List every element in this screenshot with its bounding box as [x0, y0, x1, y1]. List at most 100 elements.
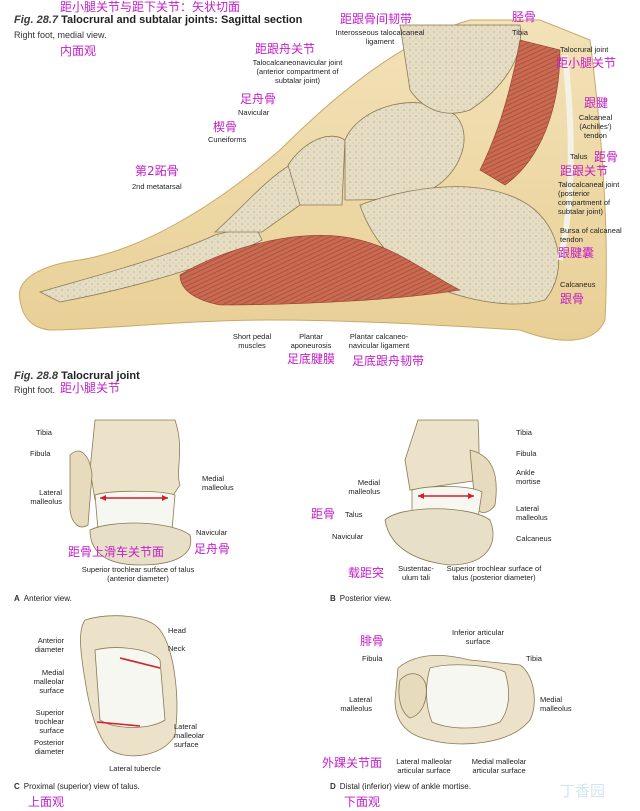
c-lateral-tubercle-label: Lateral tubercle: [109, 764, 161, 773]
navicular-bone: [287, 135, 346, 206]
b-talus-label: Talus: [345, 510, 363, 519]
interosseous-label: Interosseous talocalcaneal ligament: [335, 28, 425, 46]
c-superior-trochlear-label: Superior trochlear surface: [34, 708, 64, 735]
c-posterior-diameter-label: Posterior diameter: [33, 738, 64, 756]
talocrural-label: Talocrural joint: [560, 45, 609, 54]
calcaneal-tendon-label: Calcaneal (Achilles') tendon: [578, 113, 613, 140]
b-ankle-mortise-label: Ankle mortise: [516, 468, 541, 486]
d-medial-malleolar-surface-label: Medial malleolar articular surface: [471, 757, 527, 775]
b-lateral-malleolus-label: Lateral malleolus: [516, 504, 548, 522]
d-lateral-malleolus-label: Lateral malleolus: [340, 695, 372, 713]
c-caption-cn: 上面观: [28, 795, 65, 809]
tibia-cn: 胫骨: [512, 10, 537, 24]
fig287-title-cn: 距小腿关节与距下关节：矢状切面: [60, 0, 241, 14]
c-lateral-malleolar-label: Lateral malleolar surface: [174, 722, 205, 749]
tibia-label: Tibia: [512, 28, 528, 37]
d-tibia-label: Tibia: [526, 654, 542, 663]
fig287-number: Fig. 28.7: [14, 14, 59, 26]
fig287-title: Fig. 28.7 Talocrural and subtalar joints…: [14, 14, 302, 26]
a-navicular-label: Navicular: [196, 528, 228, 537]
c-head-label: Head: [168, 626, 186, 635]
navicular-cn: 足舟骨: [240, 92, 277, 106]
plantar-lig-label: Plantar calcaneo-navicular ligament: [348, 332, 410, 350]
fig288-title-text: Talocrural joint: [61, 370, 140, 382]
b-navicular-label: Navicular: [332, 532, 364, 541]
a-medial-malleolus-label: Medial malleolus: [202, 474, 234, 492]
b-fibula-label: Fibula: [516, 449, 537, 458]
c-caption-letter: C: [14, 782, 20, 791]
b-caption-text: Posterior view.: [339, 594, 392, 603]
b-sustentaculum-label: Sustentac- ulum tali: [398, 564, 434, 582]
fig288-number: Fig. 28.8: [14, 370, 59, 382]
c-caption-text: Proximal (superior) view of talus.: [23, 782, 140, 791]
d-caption-cn: 下面观: [344, 795, 381, 809]
short-pedal-muscles: [179, 235, 461, 306]
calcaneus-cn: 跟骨: [560, 292, 585, 306]
calcaneus-label: Calcaneus: [560, 280, 596, 289]
b-medial-malleolus-label: Medial malleolus: [348, 478, 380, 496]
c-anterior-diameter-label: Anterior diameter: [34, 636, 64, 654]
fig287-subtitle-cn: 内面观: [60, 44, 97, 58]
a-caption-letter: A: [14, 594, 20, 603]
a-tibia-label: Tibia: [36, 428, 52, 437]
talocalcaneonavicular-label: Talocalcaneonavicular joint (anterior co…: [252, 58, 343, 85]
plantar-lig-cn: 足底跟舟韧带: [352, 354, 425, 368]
fig287-subtitle: Right foot, medial view.: [14, 30, 107, 40]
a-superior-trochlear-cn: 距骨上滑车关节面: [68, 545, 165, 559]
talocalcaneal-label: Talocalcaneal joint (posterior compartme…: [558, 180, 620, 216]
metatarsal-label: 2nd metatarsal: [132, 182, 182, 191]
d-fibula-cn: 腓骨: [360, 634, 385, 648]
cuneiforms-label: Cuneiforms: [208, 135, 247, 144]
a-lateral-malleolus-label: Lateral malleolus: [30, 488, 62, 506]
c-neck-label: Neck: [168, 644, 186, 653]
c-medial-malleolar-label: Medial malleolar surface: [33, 668, 64, 695]
calf-muscle: [479, 39, 561, 186]
cuneiforms-cn: 楔骨: [213, 120, 238, 134]
metatarsal-bone: [38, 224, 263, 303]
talus-label: Talus: [570, 152, 588, 161]
b-calcaneus-label: Calcaneus: [516, 534, 552, 543]
metatarsal-cn: 第2跖骨: [135, 164, 179, 178]
short-pedal-label: Short pedal muscles: [232, 332, 272, 350]
talus-cn: 距骨: [594, 150, 619, 164]
a-caption-text: Anterior view.: [23, 594, 72, 603]
fig288-title-cn: 距小腿关节: [60, 381, 121, 395]
d-fibula-label: Fibula: [362, 654, 383, 663]
d-lateral-malleolar-surface-label: Lateral malleolar articular surface: [396, 757, 452, 775]
interosseous-cn: 距跟骨间韧带: [340, 12, 413, 26]
talocalcaneonavicular-cn: 距跟舟关节: [255, 42, 316, 56]
plantar-aponeurosis-cn: 足底腱膜: [287, 352, 336, 366]
talocrural-cn: 距小腿关节: [556, 56, 617, 70]
watermark-logo: 丁香园: [560, 780, 626, 806]
navicular-label: Navicular: [238, 108, 270, 117]
a-superior-trochlear-label: Superior trochlear surface of talus (ant…: [81, 565, 195, 583]
b-superior-trochlear-label: Superior trochlear surface of talus (pos…: [446, 564, 542, 582]
a-fibula-label: Fibula: [30, 449, 51, 458]
b-caption-letter: B: [330, 594, 336, 603]
calcaneal-tendon-cn: 跟腱: [584, 96, 609, 110]
d-caption-letter: D: [330, 782, 336, 791]
watermark-text: 丁香园: [560, 782, 606, 800]
d-caption-text: Distal (inferior) view of ankle mortise.: [339, 782, 471, 791]
b-sustentaculum-cn: 载距突: [348, 566, 385, 580]
talocalcaneal-cn: 距跟关节: [560, 164, 609, 178]
bursa-label: Bursa of calcaneal tendon: [560, 226, 622, 244]
fig288-subtitle: Right foot.: [14, 385, 56, 395]
plantar-aponeurosis-label: Plantar aponeurosis: [290, 332, 332, 350]
d-lateral-malleolar-surface-cn: 外踝关节面: [322, 756, 383, 770]
b-talus-cn: 距骨: [311, 507, 336, 521]
bursa-cn: 跟腱囊: [558, 246, 595, 260]
achilles-tendon: [557, 54, 574, 261]
b-tibia-label: Tibia: [516, 428, 532, 437]
d-inferior-articular-label: Inferior articular surface: [451, 628, 505, 646]
d-medial-malleolus-label: Medial malleolus: [540, 695, 572, 713]
